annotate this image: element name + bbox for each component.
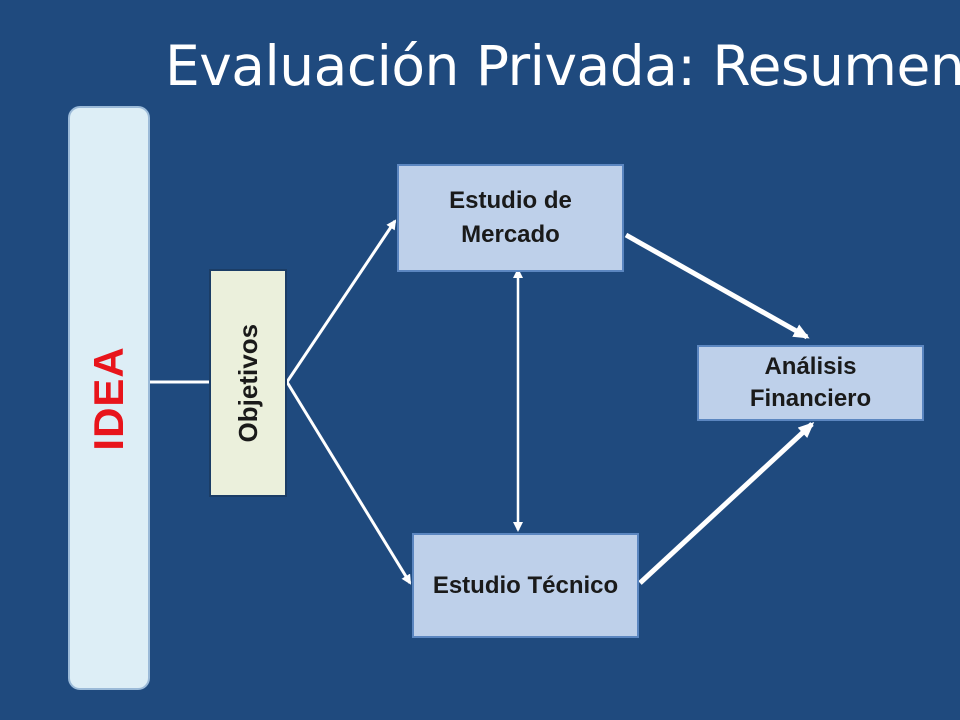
objetivos-label: Objetivos — [232, 323, 263, 443]
arrow-objetivos-mercado — [285, 219, 397, 383]
analisis-financiero-line2: Financiero — [749, 385, 872, 412]
arrow-objetivos-tecnico — [285, 381, 412, 585]
analisis-financiero-line1: Análisis — [764, 352, 857, 380]
slide-title: Evaluación Privada: Resumen — [165, 34, 960, 98]
estudio-tecnico-box: Estudio Técnico — [412, 533, 639, 638]
estudio-mercado-box: Estudio de Mercado — [397, 164, 624, 272]
idea-label: IDEA — [84, 345, 132, 451]
objetivos-box: Objetivos — [209, 269, 287, 497]
estudio-tecnico-label: Estudio Técnico — [432, 571, 619, 599]
analisis-financiero-box: Análisis Financiero — [697, 345, 924, 421]
arrow-mercado-analisis — [624, 232, 810, 340]
arrow-tecnico-analisis — [638, 421, 815, 585]
estudio-mercado-line2: Mercado — [461, 221, 560, 248]
estudio-mercado-line1: Estudio de — [449, 187, 572, 215]
idea-box: IDEA — [68, 106, 150, 690]
